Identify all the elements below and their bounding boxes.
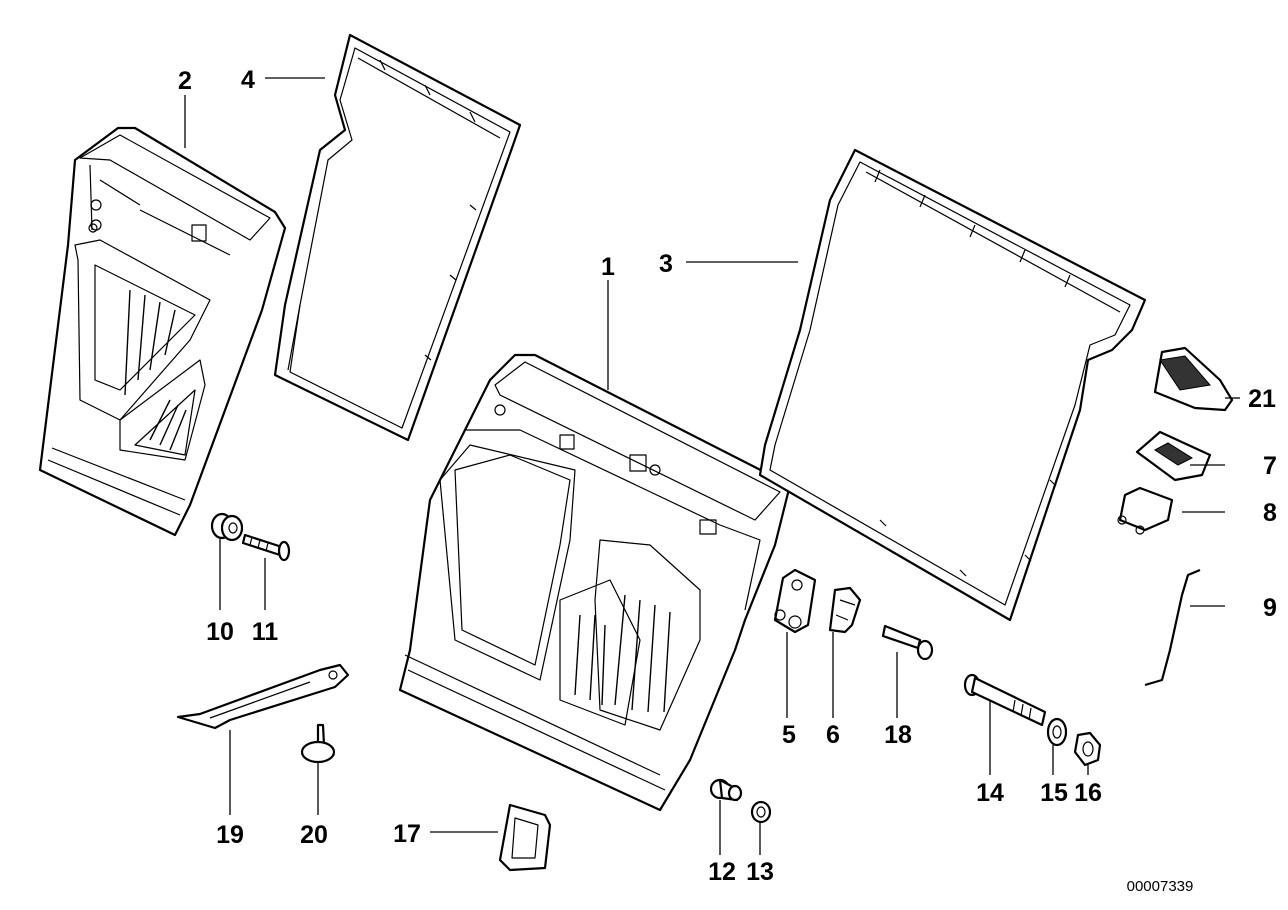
callout-2: 2 xyxy=(178,67,192,95)
callout-14: 14 xyxy=(976,779,1004,807)
part-14-bolt[interactable] xyxy=(963,673,1047,727)
part-21-clip[interactable] xyxy=(1153,346,1234,412)
callout-4: 4 xyxy=(241,66,255,94)
part-20-clip-screw[interactable] xyxy=(300,723,336,764)
part-17-bezel[interactable] xyxy=(498,803,552,872)
callout-1: 1 xyxy=(601,253,615,281)
document-number: 00007339 xyxy=(1127,878,1194,895)
callout-8: 8 xyxy=(1263,499,1277,527)
callout-7: 7 xyxy=(1263,452,1277,480)
part-8-bracket[interactable] xyxy=(1117,486,1174,535)
callout-3: 3 xyxy=(659,250,673,278)
part-16-nut[interactable] xyxy=(1073,731,1102,767)
callout-9: 9 xyxy=(1263,594,1277,622)
callout-21: 21 xyxy=(1248,385,1276,413)
callout-5: 5 xyxy=(782,721,796,749)
part-1-backrest-panel-main[interactable] xyxy=(398,353,792,812)
callout-17: 17 xyxy=(393,820,421,848)
callout-10: 10 xyxy=(206,618,234,646)
part-9-rod[interactable] xyxy=(1144,568,1201,687)
part-6-spring-clip[interactable] xyxy=(828,586,862,634)
part-12-bushing[interactable] xyxy=(709,778,743,802)
part-15-washer[interactable] xyxy=(1046,717,1068,747)
callout-20: 20 xyxy=(300,821,328,849)
callout-15: 15 xyxy=(1040,779,1068,807)
callout-16: 16 xyxy=(1074,779,1102,807)
part-4-frame-left[interactable] xyxy=(273,33,522,442)
part-18-bolt[interactable] xyxy=(881,624,934,661)
callout-11: 11 xyxy=(252,618,279,646)
callout-18: 18 xyxy=(884,721,912,749)
part-13-washer[interactable] xyxy=(750,800,772,824)
part-2-backrest-panel-left[interactable] xyxy=(38,126,287,537)
part-7-cover-cap[interactable] xyxy=(1135,430,1212,482)
callout-13: 13 xyxy=(746,858,774,886)
part-5-hinge[interactable] xyxy=(773,568,817,634)
callout-labels: 1 2 3 4 5 6 7 8 9 10 11 12 13 14 15 16 1… xyxy=(178,66,1277,886)
callout-6: 6 xyxy=(826,721,840,749)
part-19-strap[interactable] xyxy=(176,663,350,730)
leader-lines xyxy=(184,77,1240,855)
callout-19: 19 xyxy=(216,821,244,849)
part-3-frame-right[interactable] xyxy=(758,148,1147,622)
part-11-screw[interactable] xyxy=(241,533,291,562)
part-10-grommet[interactable] xyxy=(210,512,244,542)
callout-12: 12 xyxy=(708,858,736,886)
